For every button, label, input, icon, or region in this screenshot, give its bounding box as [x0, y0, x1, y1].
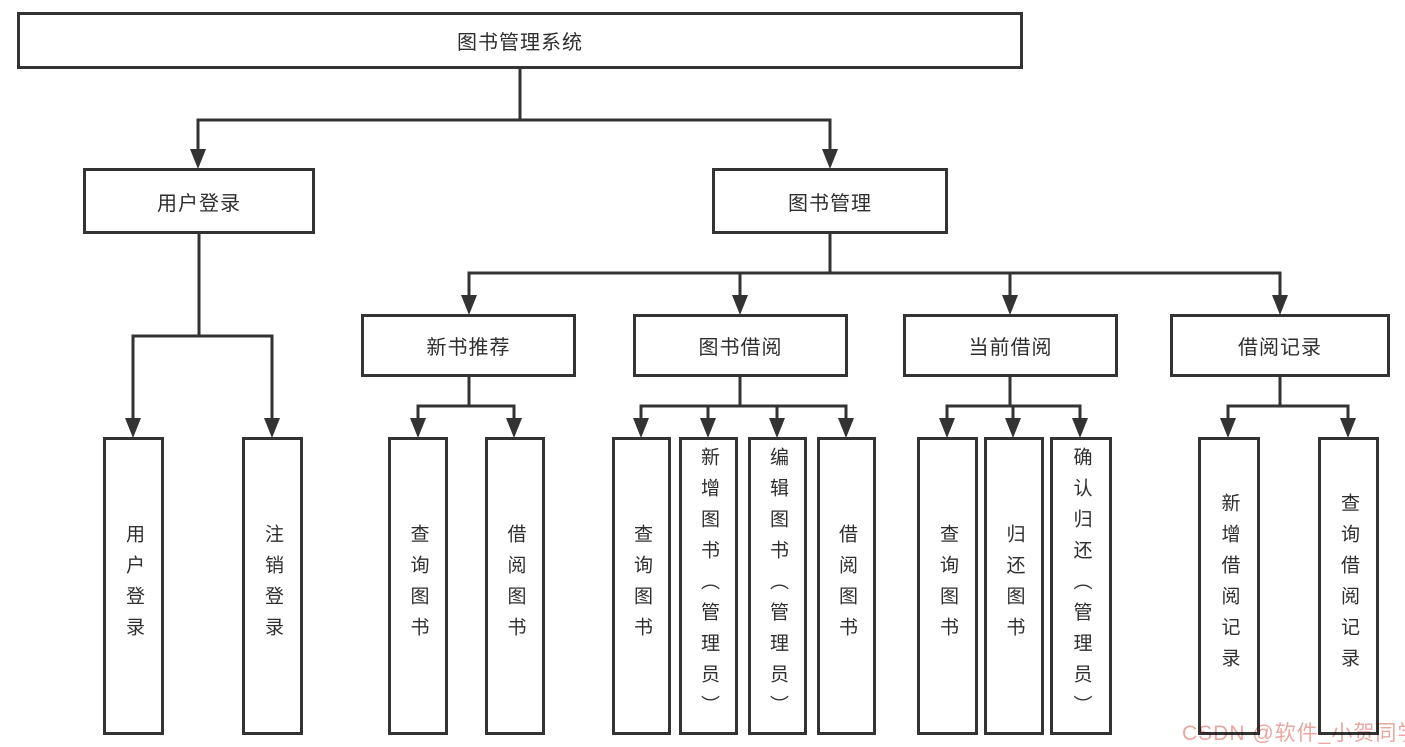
node-bb-query-books-label: 查询图书	[631, 524, 652, 648]
node-cb-query-books: 查询图书	[917, 437, 978, 735]
node-bb-edit-books-admin: 编辑图书（管理员）	[748, 437, 807, 735]
node-bb-query-books: 查询图书	[612, 437, 671, 735]
node-cb-confirm-return-admin: 确认归还（管理员）	[1050, 437, 1112, 735]
node-cb-return-books: 归还图书	[984, 437, 1044, 735]
node-nb-query-books: 查询图书	[388, 437, 448, 735]
node-nb-borrow-books: 借阅图书	[485, 437, 545, 735]
node-book-borrow-label: 图书借阅	[698, 337, 783, 359]
node-leaf-logout: 注销登录	[242, 437, 303, 735]
node-leaf-user-login: 用户登录	[103, 437, 164, 735]
node-book-mgmt-label: 图书管理	[788, 192, 872, 215]
node-br-query-record-label: 查询借阅记录	[1338, 493, 1359, 679]
node-new-books: 新书推荐	[361, 314, 576, 377]
node-borrow-records-label: 借阅记录	[1238, 337, 1322, 359]
node-cb-confirm-return-admin-label: 确认归还（管理员）	[1070, 446, 1092, 726]
node-br-query-record: 查询借阅记录	[1318, 437, 1379, 735]
node-br-add-record-label: 新增借阅记录	[1218, 493, 1240, 679]
node-current-borrow-label: 当前借阅	[968, 337, 1053, 359]
csdn-watermark: CSDN @软件_小贺同学	[1182, 722, 1405, 745]
node-root: 图书管理系统	[17, 12, 1023, 69]
node-bb-add-books-admin: 新增图书（管理员）	[679, 437, 738, 735]
node-user-login-label: 用户登录	[157, 192, 241, 215]
node-user-login: 用户登录	[83, 168, 315, 234]
node-book-mgmt: 图书管理	[712, 168, 948, 234]
node-root-label: 图书管理系统	[457, 32, 583, 54]
node-book-borrow: 图书借阅	[633, 314, 848, 377]
node-current-borrow: 当前借阅	[903, 314, 1118, 377]
node-bb-add-books-admin-label: 新增图书（管理员）	[698, 446, 719, 726]
node-br-add-record: 新增借阅记录	[1198, 437, 1260, 735]
node-leaf-user-login-label: 用户登录	[123, 524, 144, 648]
node-nb-query-books-label: 查询图书	[407, 524, 429, 648]
node-bb-edit-books-admin-label: 编辑图书（管理员）	[767, 446, 788, 726]
node-bb-borrow-books-label: 借阅图书	[836, 524, 857, 648]
node-new-books-label: 新书推荐	[426, 337, 511, 359]
node-leaf-logout-label: 注销登录	[262, 524, 283, 648]
node-cb-return-books-label: 归还图书	[1003, 524, 1025, 648]
node-nb-borrow-books-label: 借阅图书	[504, 524, 526, 648]
node-cb-query-books-label: 查询图书	[937, 524, 958, 648]
node-borrow-records: 借阅记录	[1170, 314, 1390, 377]
node-bb-borrow-books: 借阅图书	[817, 437, 876, 735]
